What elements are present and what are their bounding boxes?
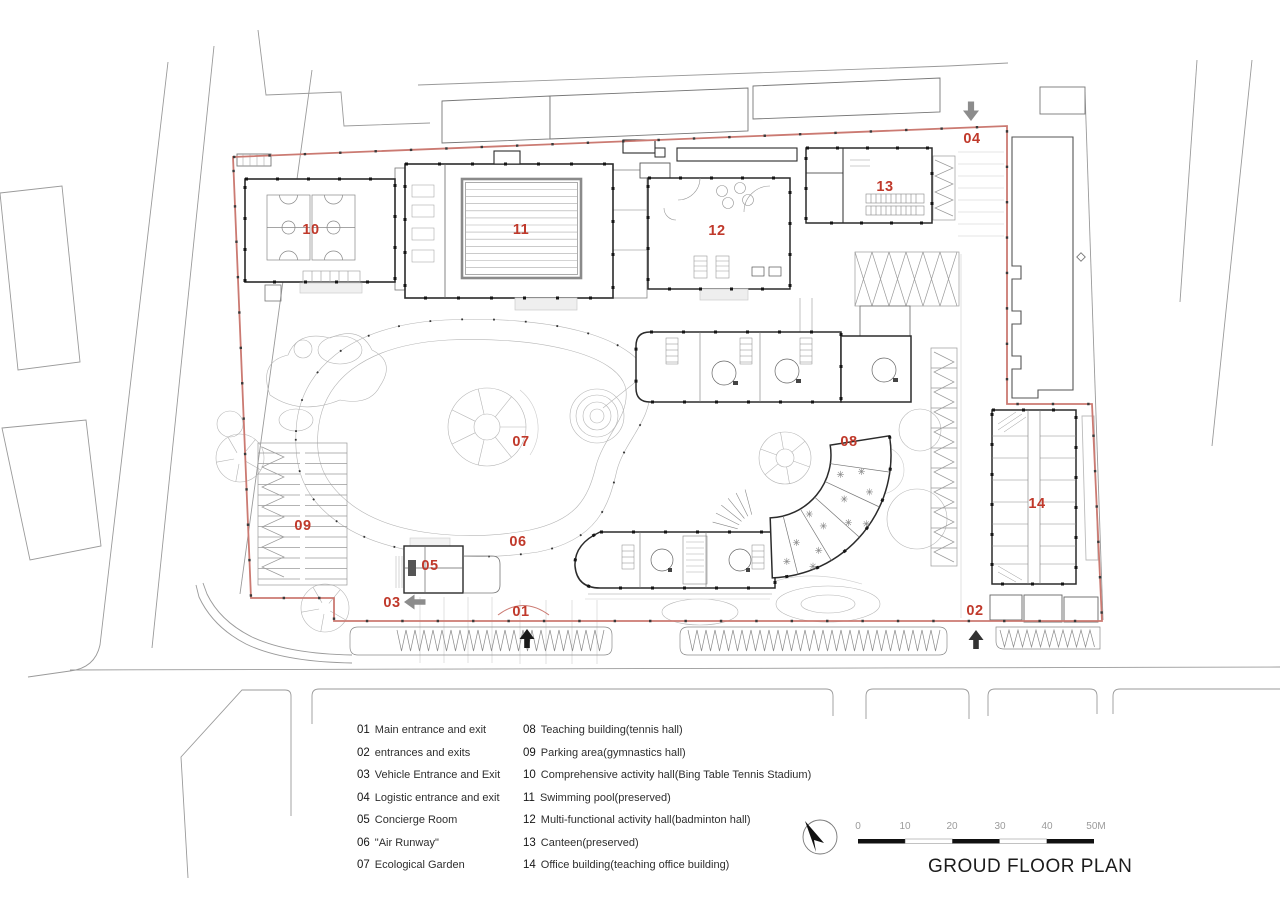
building-13-canteen (804, 146, 934, 225)
plan-label-12: 12 (708, 222, 726, 239)
building-14-office (990, 408, 1078, 586)
legend-item: 08 Teaching building(tennis hall) (523, 724, 683, 736)
scale-bar (858, 838, 1094, 844)
scale-tick-10: 10 (899, 821, 911, 832)
plan-label-02: 02 (966, 602, 984, 619)
legend-item: 07 Ecological Garden (357, 859, 465, 871)
plan-label-11: 11 (512, 221, 530, 238)
legend-text: "Air Runway" (374, 837, 439, 849)
plan-label-05: 05 (421, 557, 439, 574)
building-05-concierge (395, 537, 501, 594)
legend-num: 08 (523, 724, 536, 736)
legend-item: 06 "Air Runway" (357, 837, 439, 849)
legend-text: Comprehensive activity hall(Bing Table T… (540, 769, 812, 781)
scale-tick-30: 30 (994, 821, 1006, 832)
scale-tick-40: 40 (1041, 821, 1053, 832)
plan-label-08: 08 (840, 433, 858, 450)
legend-item: 03 Vehicle Entrance and Exit (357, 769, 500, 781)
building-10-activity-hall (243, 177, 397, 302)
plan-label-07: 07 (512, 433, 530, 450)
plan-label-13: 13 (876, 178, 894, 195)
corridor-strip (394, 167, 648, 299)
parking-area-west (257, 442, 348, 586)
legend-text: Swimming pool(preserved) (539, 792, 671, 804)
legend-num: 04 (357, 792, 370, 804)
parking-area-east (854, 155, 960, 567)
legend-item: 12 Multi-functional activity hall(badmint… (523, 814, 751, 826)
north-arrow-icon (802, 819, 838, 855)
plan-label-01: 01 (512, 603, 530, 620)
legend-text: entrances and exits (374, 747, 471, 759)
vehicle-entrance-arrow-icon (404, 594, 426, 610)
legend-num: 12 (523, 814, 536, 826)
building-12-multifunctional-hall (639, 147, 798, 301)
legend-item: 02 entrances and exits (357, 747, 470, 759)
logistic-entrance-arrow-icon (963, 101, 979, 121)
legend-text: Logistic entrance and exit (374, 792, 500, 804)
legend-item: 13 Canteen(preserved) (523, 837, 639, 849)
building-11-swimming-pool (403, 139, 666, 311)
building-08-teaching (573, 298, 912, 600)
plan-label-10: 10 (302, 221, 320, 238)
legend-text: Ecological Garden (374, 859, 465, 871)
scale-tick-50: 50M (1086, 821, 1106, 832)
legend-num: 07 (357, 859, 370, 871)
legend-num: 11 (523, 792, 535, 804)
legend-num: 13 (523, 837, 536, 849)
entrance-02-arrow-icon (968, 630, 984, 649)
south-tree-hatch (349, 626, 1101, 656)
surrounding-roads (0, 29, 1280, 879)
legend-num: 02 (357, 747, 370, 759)
legend-num: 10 (523, 769, 536, 781)
legend-text: Vehicle Entrance and Exit (374, 769, 501, 781)
legend-text: Parking area(gymnastics hall) (540, 747, 686, 759)
legend-item: 11 Swimming pool(preserved) (523, 792, 671, 804)
basketball-courts (266, 194, 356, 261)
legend-text: Office building(teaching office building… (540, 859, 730, 871)
legend-text: Multi-functional activity hall(badminton… (540, 814, 751, 826)
scale-tick-0: 0 (855, 821, 861, 832)
plan-label-09: 09 (294, 517, 312, 534)
legend-item: 04 Logistic entrance and exit (357, 792, 500, 804)
legend-item: 09 Parking area(gymnastics hall) (523, 747, 686, 759)
legend-num: 01 (357, 724, 370, 736)
site-boundary (231, 124, 1104, 623)
legend-text: Teaching building(tennis hall) (540, 724, 683, 736)
legend-num: 06 (357, 837, 370, 849)
legend-item: 14 Office building(teaching office buildi… (523, 859, 729, 871)
main-entrance-arrow-icon (519, 629, 535, 648)
legend-num: 14 (523, 859, 536, 871)
scale-tick-20: 20 (946, 821, 958, 832)
legend-num: 09 (523, 747, 536, 759)
air-runway-dots (294, 318, 651, 558)
legend-text: Canteen(preserved) (540, 837, 639, 849)
plan-label-04: 04 (963, 130, 981, 147)
plan-label-06: 06 (509, 533, 527, 550)
driveway-guides (419, 151, 1004, 664)
south-east-blocks (989, 415, 1099, 623)
ecological-garden (215, 319, 948, 633)
legend-text: Concierge Room (374, 814, 458, 826)
legend-item: 10 Comprehensive activity hall(Bing Table… (523, 769, 811, 781)
drawing-title: GROUD FLOOR PLAN (928, 856, 1133, 877)
plan-label-14: 14 (1028, 495, 1046, 512)
entrance-arrows (404, 101, 984, 649)
neighbour-buildings (236, 77, 1086, 399)
legend-text: Main entrance and exit (374, 724, 487, 736)
legend-item: 01 Main entrance and exit (357, 724, 486, 736)
pool (460, 177, 583, 280)
legend-num: 05 (357, 814, 370, 826)
legend-num: 03 (357, 769, 370, 781)
plan-label-03: 03 (383, 594, 401, 611)
legend-item: 05 Concierge Room (357, 814, 457, 826)
